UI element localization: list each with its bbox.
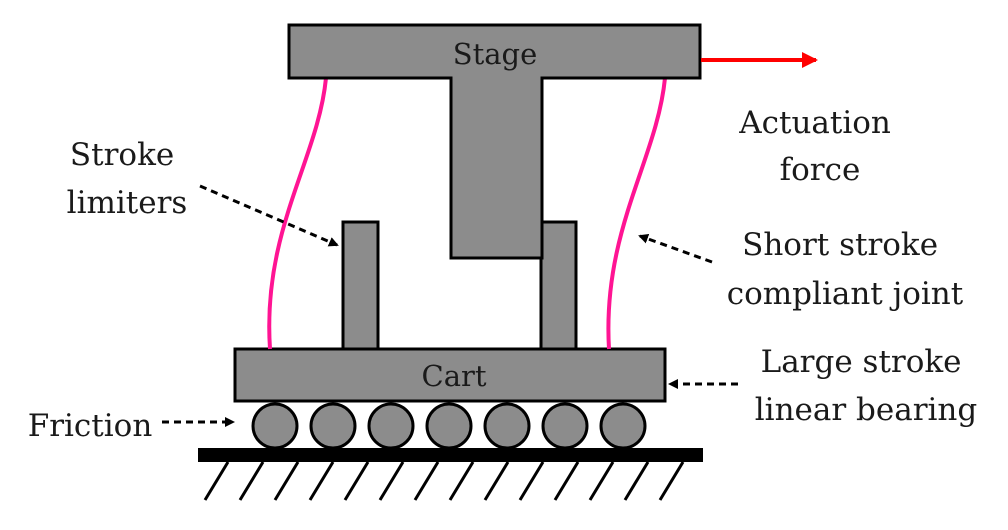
actuation-force-label-line2: force (780, 152, 861, 188)
actuation-force-label-line1: Actuation (738, 105, 891, 141)
stroke-limiter-right (539, 220, 578, 352)
ground-bar (198, 448, 703, 462)
stroke-limiter-left (341, 220, 380, 352)
ground (198, 448, 703, 501)
compliant-joint-label-line1: Short stroke (742, 227, 938, 263)
stroke-limiters-pointer-arrow (199, 184, 339, 247)
roller (541, 402, 589, 450)
roller (367, 402, 415, 450)
stroke-limiters-label: Stroke limiters (67, 137, 188, 221)
roller (251, 402, 299, 450)
linear-bearing-label: Large stroke linear bearing (755, 344, 978, 428)
rollers (251, 402, 647, 450)
compliant-joint-pointer-arrow (638, 234, 713, 264)
roller (599, 402, 647, 450)
compliant-joint-label-line2: compliant joint (727, 276, 964, 312)
roller (483, 402, 531, 450)
cart-label: Cart (422, 359, 487, 393)
compliant-joint-left (267, 77, 328, 350)
cart-body (233, 347, 667, 403)
linear-bearing-label-line2: linear bearing (755, 392, 978, 428)
roller (309, 402, 357, 450)
ground-hatching (203, 461, 685, 501)
roller (425, 402, 473, 450)
stroke-limiters-label-line2: limiters (67, 185, 188, 221)
compliant-joint-label: Short stroke compliant joint (727, 227, 964, 312)
stage-body (287, 23, 702, 260)
friction-label: Friction (28, 408, 153, 444)
compliant-joint-right (606, 77, 667, 350)
stroke-limiters-label-line1: Stroke (70, 137, 174, 173)
linear-bearing-label-line1: Large stroke (761, 344, 962, 380)
actuation-force-label: Actuation force (738, 105, 901, 188)
stage-label: Stage (453, 37, 538, 71)
